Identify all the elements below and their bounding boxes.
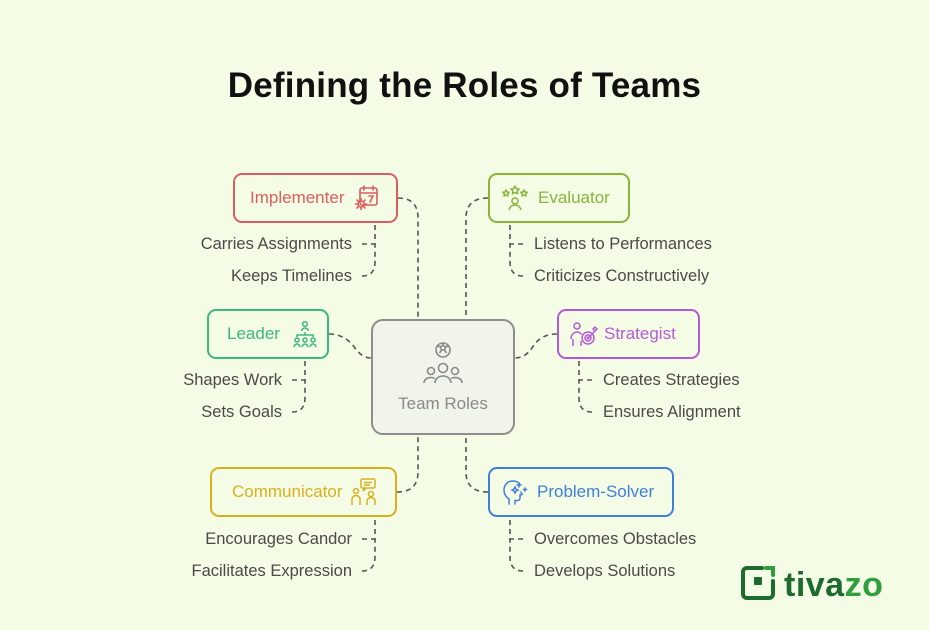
communicator-box: Communicator	[210, 467, 397, 517]
communicator-label: Communicator	[232, 482, 343, 501]
leader-item-2: Sets Goals	[201, 403, 282, 421]
implementer-label: Implementer	[250, 188, 345, 207]
implementer-box: Implementer	[233, 173, 398, 223]
chat-people-icon	[349, 477, 379, 507]
tivazo-logo-icon	[740, 565, 776, 606]
strategist-box: Strategist	[557, 309, 700, 359]
evaluator-item-2: Criticizes Constructively	[534, 267, 710, 285]
evaluator-box: Evaluator	[488, 173, 630, 223]
tivazo-logo: tivazo	[740, 565, 883, 606]
evaluator-item-1: Listens to Performances	[534, 235, 712, 253]
implementer-item-1: Carries Assignments	[200, 235, 352, 253]
calendar-gear-icon	[352, 183, 382, 213]
tivazo-wordmark: tivazo	[784, 566, 884, 604]
problem-solver-label: Problem-Solver	[537, 482, 655, 501]
strategist-label: Strategist	[604, 324, 676, 343]
problem-solver-box: Problem-Solver	[488, 467, 674, 517]
center-label: Team Roles	[398, 394, 488, 413]
evaluator-stars-icon	[500, 183, 530, 213]
leader-item-1: Shapes Work	[183, 371, 282, 389]
target-person-icon	[568, 319, 599, 349]
communicator-item-1: Encourages Candor	[205, 530, 352, 548]
implementer-item-2: Keeps Timelines	[230, 267, 352, 285]
communicator-item-2: Facilitates Expression	[191, 562, 352, 580]
team-roles-center: Team Roles	[371, 319, 515, 435]
hierarchy-icon	[290, 319, 320, 349]
head-sparkle-icon	[500, 477, 530, 507]
page-title: Defining the Roles of Teams	[227, 66, 702, 105]
problem-solver-item-2: Develops Solutions	[534, 562, 676, 580]
strategist-item-2: Ensures Alignment	[603, 403, 741, 421]
strategist-item-1: Creates Strategies	[603, 371, 740, 389]
leader-box: Leader	[207, 309, 329, 359]
evaluator-label: Evaluator	[538, 188, 610, 207]
problem-solver-item-1: Overcomes Obstacles	[534, 530, 697, 548]
leader-label: Leader	[227, 324, 280, 343]
team-icon	[418, 341, 468, 390]
